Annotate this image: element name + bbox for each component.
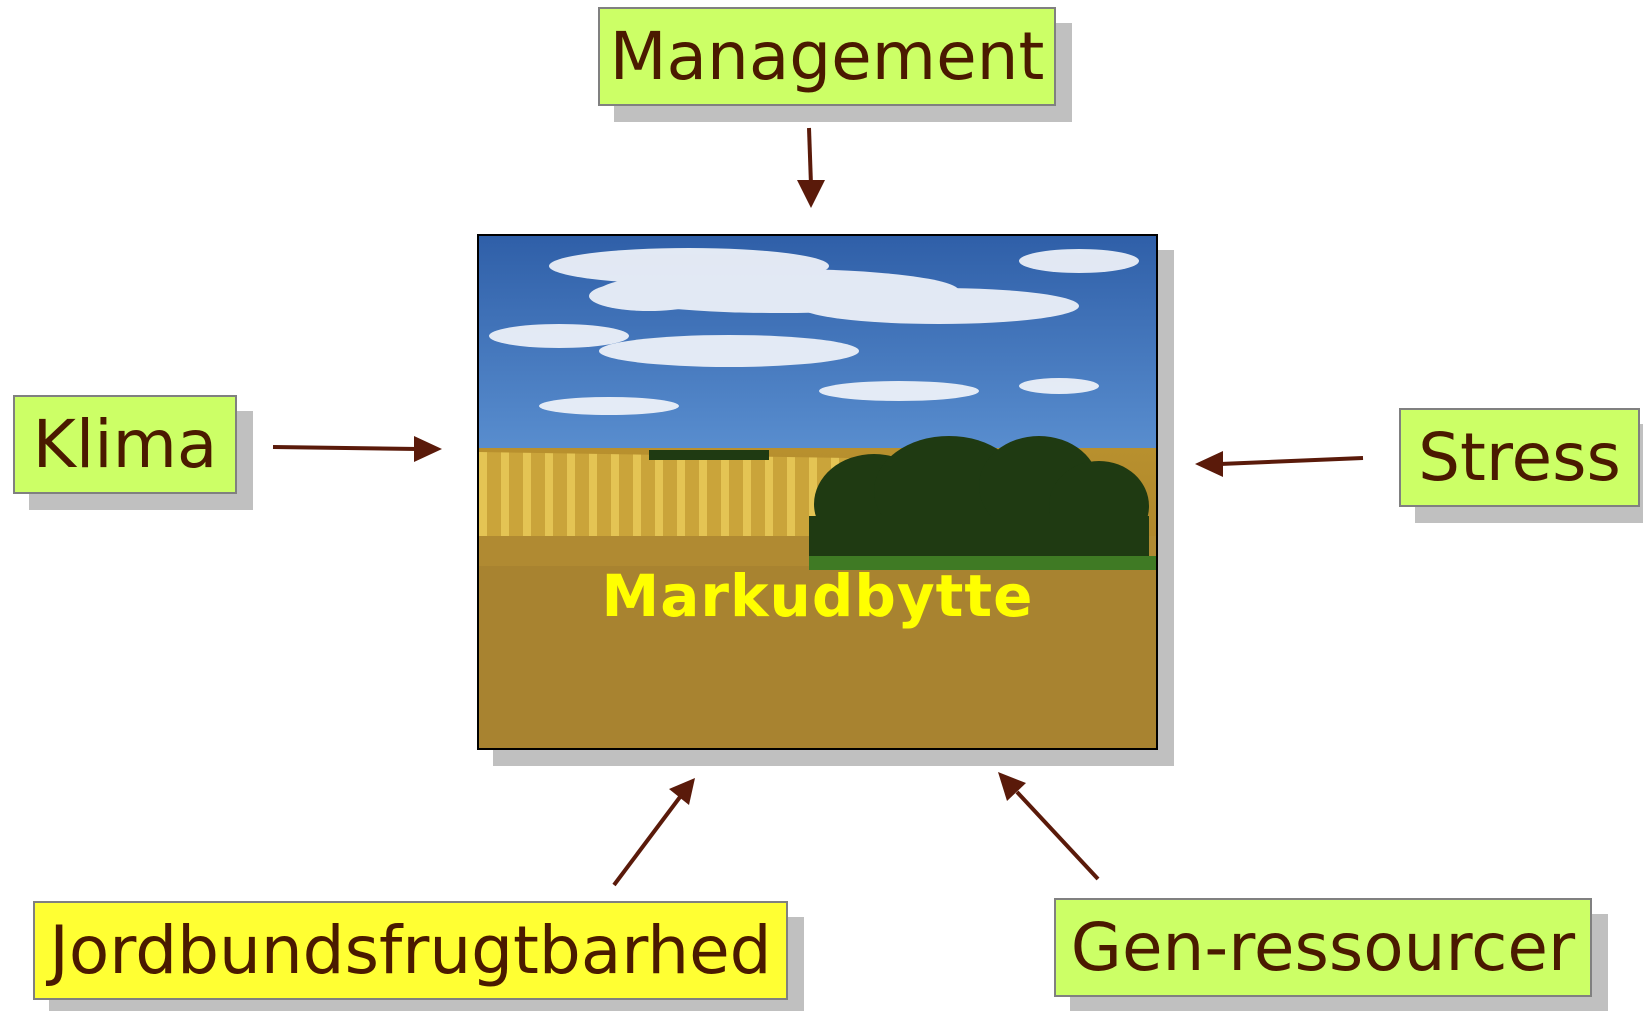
factor-label-klima: Klima <box>32 405 218 483</box>
factor-box-jordbundsfrugtbarhed: Jordbundsfrugtbarhed <box>33 901 788 1000</box>
factor-box-gen-ressourcer: Gen-ressourcer <box>1054 898 1592 997</box>
arrow-stress <box>1195 451 1364 477</box>
central-photo: Markudbytte <box>477 234 1158 750</box>
factor-label-management: Management <box>609 17 1045 95</box>
arrow-management <box>797 127 825 208</box>
wheat-field-photo <box>479 236 1156 748</box>
factor-box-management: Management <box>598 7 1056 106</box>
factor-box-stress: Stress <box>1399 408 1640 507</box>
factor-label-stress: Stress <box>1418 418 1621 496</box>
factor-box-klima: Klima <box>13 395 237 494</box>
arrow-gen <box>998 772 1100 881</box>
arrow-jordbund <box>612 778 695 887</box>
factor-label-jordbundsfrugtbarhed: Jordbundsfrugtbarhed <box>49 911 772 989</box>
arrow-klima <box>272 436 442 462</box>
center-caption: Markudbytte <box>601 562 1034 630</box>
factor-label-gen-ressourcer: Gen-ressourcer <box>1070 908 1576 986</box>
